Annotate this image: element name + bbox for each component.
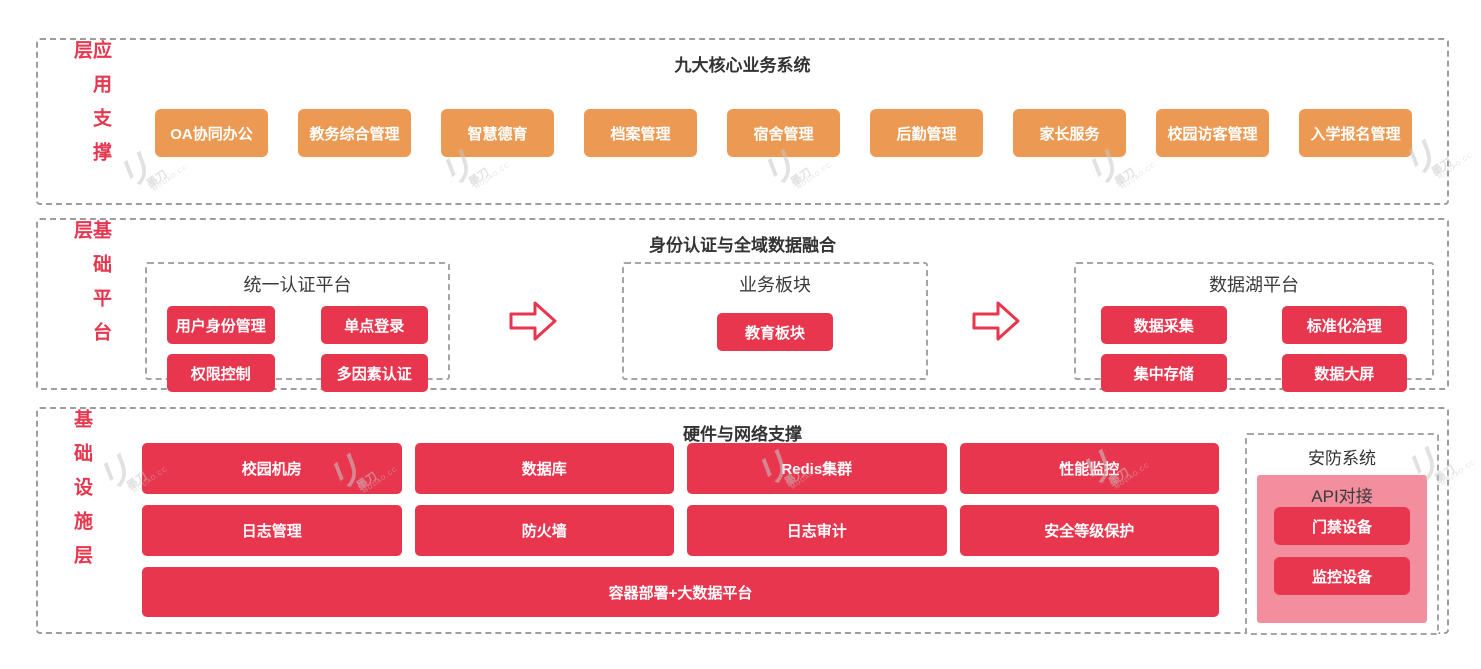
platform-layer-label: 基础平台层 xyxy=(71,220,111,356)
datalake-button-collect[interactable]: 数据采集 xyxy=(1101,306,1227,344)
app-button-moral-edu[interactable]: 智慧德育 xyxy=(441,109,554,157)
app-button-archives[interactable]: 档案管理 xyxy=(584,109,697,157)
infra-button-security-level[interactable]: 安全等级保护 xyxy=(959,505,1219,556)
auth-button-identity[interactable]: 用户身份管理 xyxy=(167,306,275,344)
security-system-title: 安防系统 xyxy=(1308,449,1376,468)
infra-button-server-room[interactable]: 校园机房 xyxy=(142,443,402,494)
infrastructure-layer-label: 基础设施层 xyxy=(71,409,92,579)
unified-auth-group: 统一认证平台 用户身份管理 单点登录 权限控制 多因素认证 xyxy=(145,262,450,392)
auth-button-permission[interactable]: 权限控制 xyxy=(167,354,275,392)
app-button-visitor[interactable]: 校园访客管理 xyxy=(1156,109,1269,157)
app-button-dormitory[interactable]: 宿舍管理 xyxy=(727,109,840,157)
app-support-layer: 应用支撑层 九大核心业务系统 OA协同办公 教务综合管理 智慧德育 档案管理 宿… xyxy=(36,38,1449,205)
app-button-logistics[interactable]: 后勤管理 xyxy=(870,109,983,157)
app-button-parents[interactable]: 家长服务 xyxy=(1013,109,1126,157)
infra-button-perf-monitor[interactable]: 性能监控 xyxy=(959,443,1219,494)
business-section-title: 业务板块 xyxy=(739,275,811,295)
datalake-title: 数据湖平台 xyxy=(1209,275,1299,295)
flow-arrow-icon xyxy=(972,301,1020,341)
auth-button-sso[interactable]: 单点登录 xyxy=(320,306,428,344)
auth-button-mfa[interactable]: 多因素认证 xyxy=(320,354,428,392)
security-button-access-control[interactable]: 门禁设备 xyxy=(1274,507,1410,545)
datalake-button-standardize[interactable]: 标准化治理 xyxy=(1281,306,1407,344)
datalake-grid: 数据采集 标准化治理 集中存储 数据大屏 xyxy=(1101,306,1407,392)
datalake-button-storage[interactable]: 集中存储 xyxy=(1101,354,1227,392)
business-section-group: 业务板块 教育板块 xyxy=(622,262,928,380)
app-support-layer-label: 应用支撑层 xyxy=(71,40,111,176)
unified-auth-title: 统一认证平台 xyxy=(243,275,352,295)
core-apps-row: OA协同办公 教务综合管理 智慧德育 档案管理 宿舍管理 后勤管理 家长服务 校… xyxy=(155,109,1412,157)
platform-layer-title: 身份认证与全域数据融合 xyxy=(649,236,836,255)
datalake-button-dashboard[interactable]: 数据大屏 xyxy=(1281,354,1407,392)
flow-arrow-icon xyxy=(509,301,557,341)
app-button-enrollment[interactable]: 入学报名管理 xyxy=(1299,109,1412,157)
infrastructure-layer: 基础设施层 硬件与网络支撑 校园机房 数据库 Redis集群 性能监控 日志管理… xyxy=(36,407,1449,635)
infra-button-log-mgmt[interactable]: 日志管理 xyxy=(142,505,402,556)
unified-auth-grid: 用户身份管理 单点登录 权限控制 多因素认证 xyxy=(167,306,428,392)
infra-button-log-audit[interactable]: 日志审计 xyxy=(687,505,947,556)
platform-layer: 基础平台层 身份认证与全域数据融合 统一认证平台 用户身份管理 单点登录 权限控… xyxy=(36,218,1449,392)
security-button-surveillance[interactable]: 监控设备 xyxy=(1274,557,1410,595)
datalake-group: 数据湖平台 数据采集 标准化治理 集中存储 数据大屏 xyxy=(1074,262,1434,392)
api-integration-panel: API对接 门禁设备 监控设备 xyxy=(1257,475,1427,623)
infra-button-container-bigdata[interactable]: 容器部署+大数据平台 xyxy=(142,567,1219,617)
infra-button-database[interactable]: 数据库 xyxy=(414,443,674,494)
infrastructure-layer-title: 硬件与网络支撑 xyxy=(683,425,802,444)
business-button-wrap: 教育板块 xyxy=(624,313,926,351)
infra-button-redis[interactable]: Redis集群 xyxy=(687,443,947,494)
security-system-group: 安防系统 API对接 门禁设备 监控设备 xyxy=(1245,433,1439,635)
infrastructure-grid: 校园机房 数据库 Redis集群 性能监控 日志管理 防火墙 日志审计 安全等级… xyxy=(142,443,1219,617)
infra-button-firewall[interactable]: 防火墙 xyxy=(414,505,674,556)
business-button-education[interactable]: 教育板块 xyxy=(717,313,833,351)
api-integration-title: API对接 xyxy=(1311,487,1373,506)
app-button-oa[interactable]: OA协同办公 xyxy=(155,109,268,157)
app-button-academic[interactable]: 教务综合管理 xyxy=(298,109,411,157)
app-layer-title: 九大核心业务系统 xyxy=(674,56,811,75)
